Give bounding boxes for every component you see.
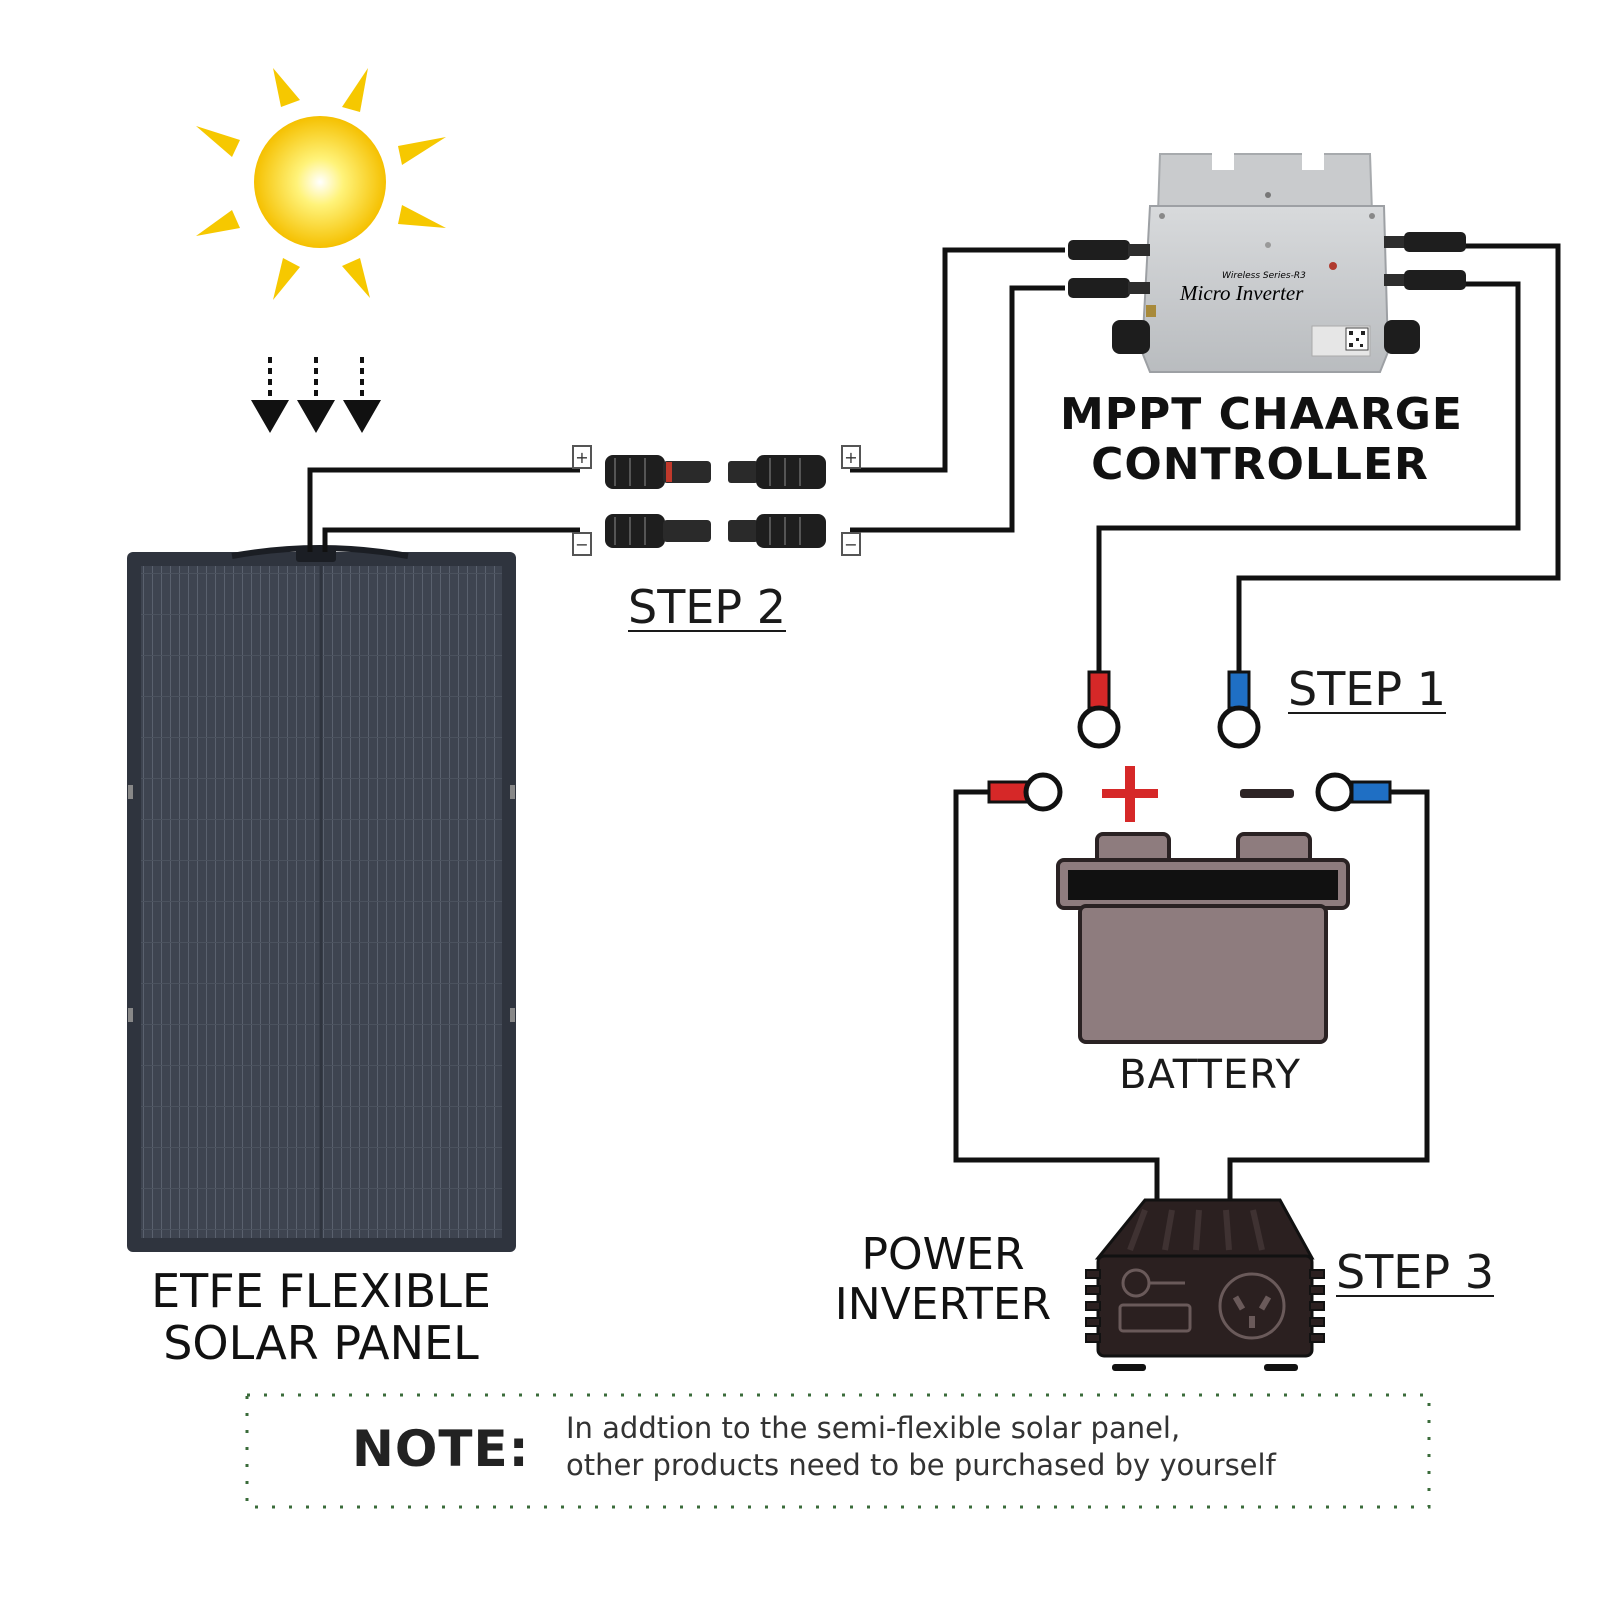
positive-sign-icon: + bbox=[572, 445, 592, 469]
panel-label-line2: SOLAR PANEL bbox=[163, 1316, 479, 1370]
power-label-line1: POWER bbox=[861, 1229, 1025, 1280]
controller-negative-terminal bbox=[1217, 670, 1261, 749]
mc4-connector-pair-negative: − − bbox=[572, 514, 861, 556]
sun-icon bbox=[196, 68, 446, 300]
note-line1: In addtion to the semi-flexible solar pa… bbox=[566, 1411, 1181, 1445]
minus-icon bbox=[1240, 789, 1294, 798]
inverter-negative-terminal bbox=[1315, 772, 1392, 812]
svg-text:−: − bbox=[575, 535, 588, 554]
step-1-label: STEP 1 bbox=[1288, 662, 1446, 716]
controller-positive-terminal bbox=[1077, 670, 1121, 749]
negative-sign-icon: − bbox=[841, 532, 861, 556]
power-inverter-icon bbox=[1085, 1198, 1325, 1371]
negative-sign-icon: − bbox=[572, 532, 592, 556]
device-brand-text: Wireless Series-R3 bbox=[1222, 271, 1306, 281]
panel-label-line1: ETFE FLEXIBLE bbox=[151, 1264, 491, 1318]
device-model-text: Micro Inverter bbox=[1179, 281, 1304, 305]
step-3-label: STEP 3 bbox=[1336, 1245, 1494, 1299]
battery-icon bbox=[1056, 832, 1350, 1044]
svg-text:+: + bbox=[575, 448, 588, 467]
svg-text:−: − bbox=[844, 535, 857, 554]
mppt-charge-controller-label: MPPT CHAARGE CONTROLLER bbox=[1060, 389, 1463, 490]
inverter-positive-terminal bbox=[987, 772, 1063, 812]
plus-icon bbox=[1102, 766, 1158, 822]
note-line2: other products need to be purchased by y… bbox=[566, 1448, 1276, 1482]
solar-panel-label: ETFE FLEXIBLE SOLAR PANEL bbox=[126, 1265, 516, 1369]
battery-label: BATTERY bbox=[1119, 1052, 1301, 1098]
mppt-label-line2: CONTROLLER bbox=[1091, 439, 1429, 490]
mc4-connector-pair-positive: + + bbox=[572, 445, 861, 489]
svg-text:+: + bbox=[844, 448, 857, 467]
sunlight-arrows-icon bbox=[251, 357, 381, 433]
power-inverter-label: POWER INVERTER bbox=[828, 1230, 1058, 1330]
note-title: NOTE: bbox=[352, 1420, 530, 1478]
wiring bbox=[307, 243, 1561, 1210]
note-text: In addtion to the semi-flexible solar pa… bbox=[566, 1410, 1276, 1484]
step-2-label: STEP 2 bbox=[628, 580, 786, 634]
positive-sign-icon: + bbox=[841, 445, 861, 469]
mppt-charge-controller-device: Wireless Series-R3 Micro Inverter bbox=[1068, 152, 1466, 373]
power-label-line2: INVERTER bbox=[834, 1279, 1052, 1330]
mppt-label-line1: MPPT CHAARGE bbox=[1060, 389, 1463, 440]
solar-panel bbox=[127, 545, 516, 1252]
